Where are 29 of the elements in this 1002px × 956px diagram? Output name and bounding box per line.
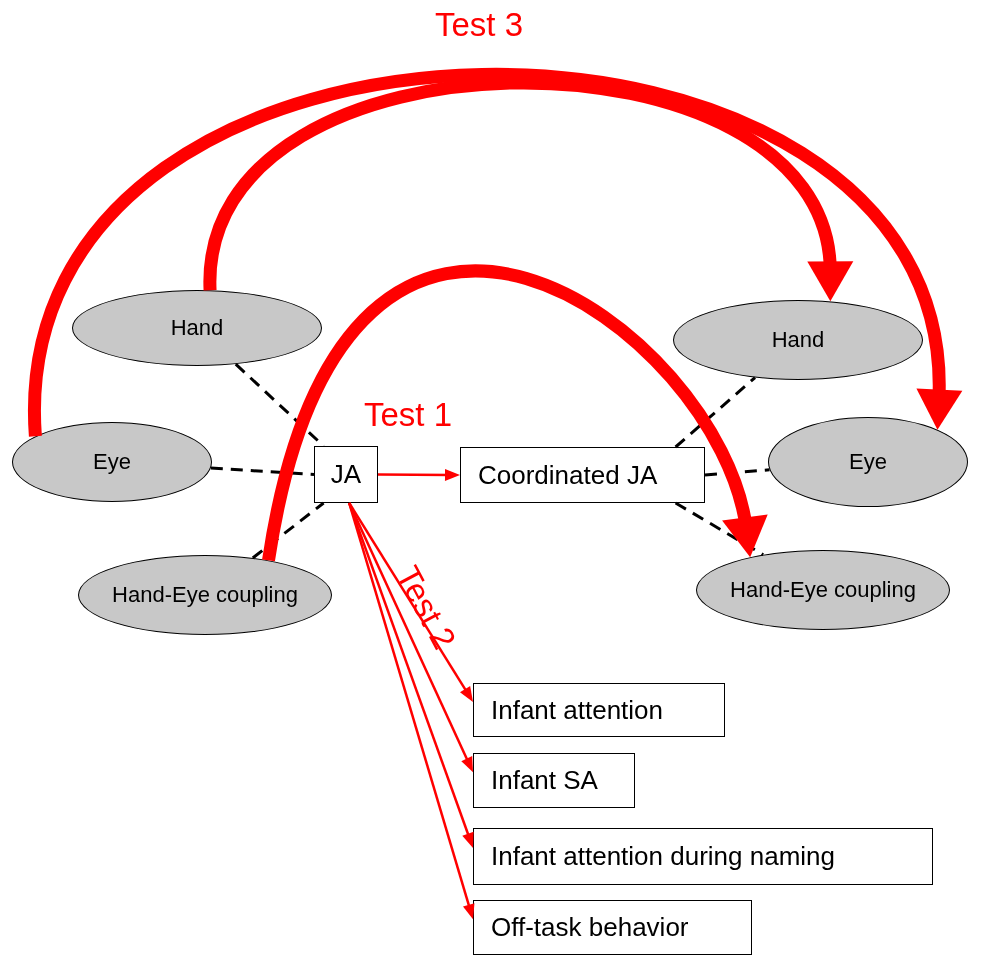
node-label: Hand-Eye coupling — [730, 577, 916, 603]
dashed-connector — [674, 501, 764, 556]
node-label: Infant attention — [491, 694, 664, 726]
curved-arrow — [262, 265, 766, 562]
node-label: Hand — [170, 315, 224, 341]
text-box — [473, 753, 635, 808]
node-label: Eye — [93, 449, 131, 475]
text-box — [473, 683, 725, 737]
node-label: JA — [330, 459, 362, 490]
test-label: Test 3 — [435, 6, 524, 44]
text-box — [314, 446, 378, 503]
node-label: Eye — [849, 449, 887, 475]
arrow — [348, 502, 473, 773]
node-label: Hand — [771, 327, 825, 353]
node-label: Off-task behavior — [491, 912, 689, 943]
text-box — [460, 447, 705, 503]
dashed-connector — [674, 376, 756, 449]
text-box — [473, 828, 933, 885]
node-label: Coordinated JA — [478, 459, 658, 491]
text-box — [473, 900, 752, 955]
dashed-connector — [251, 501, 325, 560]
curved-arrow — [28, 68, 961, 437]
arrow — [348, 502, 473, 702]
dashed-connector — [210, 466, 315, 476]
node-label: Infant SA — [491, 765, 598, 796]
node-label: Hand-Eye coupling — [112, 582, 298, 608]
node-label: Infant attention during naming — [491, 841, 836, 872]
arrow — [348, 502, 475, 920]
arrow — [378, 468, 460, 481]
